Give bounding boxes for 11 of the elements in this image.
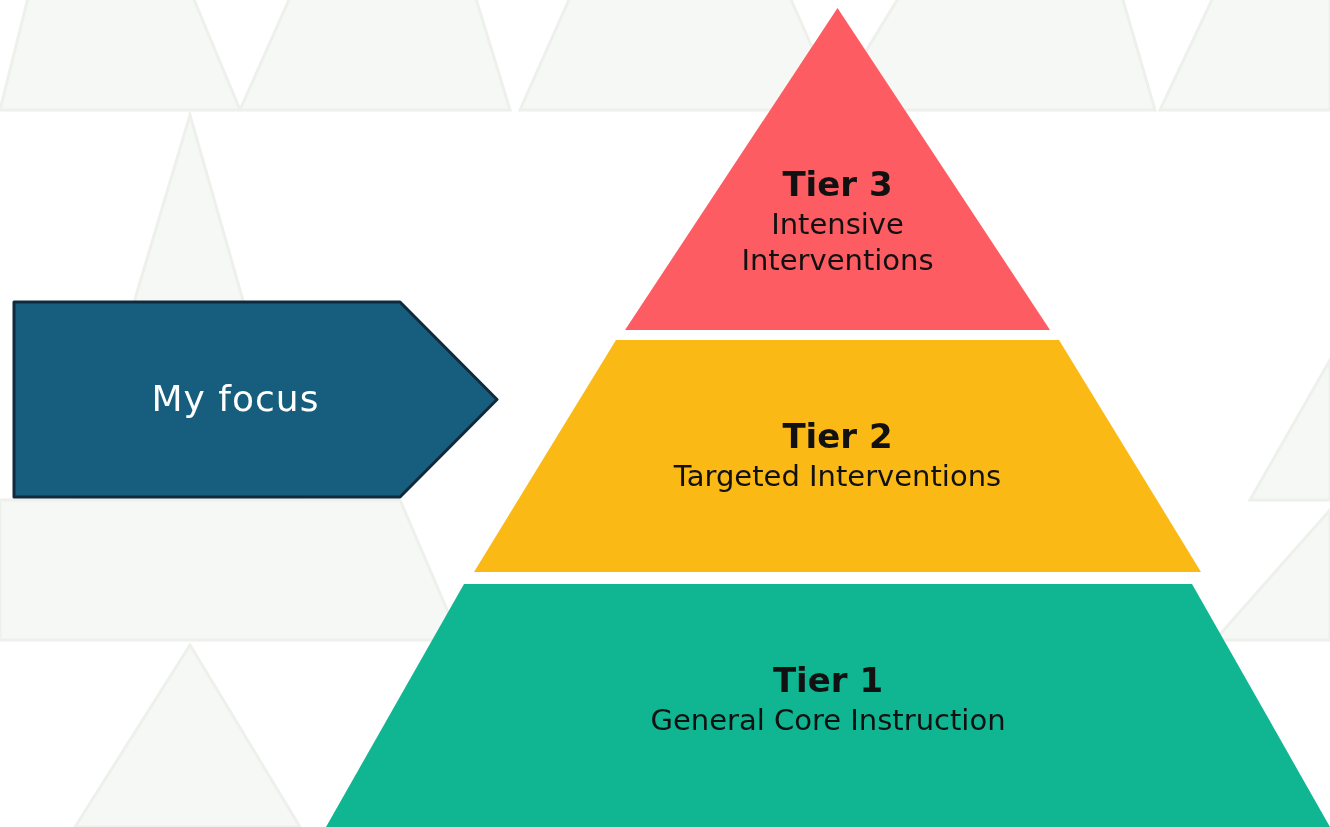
arrow-label: My focus xyxy=(151,377,320,421)
tier-description: Targeted Interventions xyxy=(673,457,1002,494)
pyramid-tier xyxy=(474,340,1201,572)
pyramid-tier xyxy=(625,8,1050,330)
tier-heading: Tier 1 xyxy=(772,659,884,702)
pyramid-tier xyxy=(326,584,1330,827)
tier-description: General Core Instruction xyxy=(650,701,1006,738)
tier-heading: Tier 3 xyxy=(782,163,893,206)
tier-heading: Tier 2 xyxy=(782,415,893,458)
tier-description: Intensive Interventions xyxy=(740,205,935,278)
arrow-shape xyxy=(14,302,497,497)
